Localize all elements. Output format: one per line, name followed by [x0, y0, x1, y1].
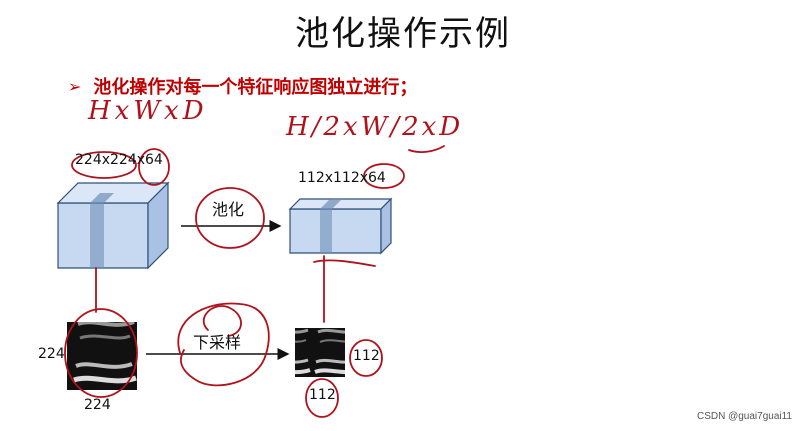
slide-title: 池化操作示例 — [295, 14, 511, 54]
output-width-label: 112 — [309, 387, 336, 403]
handwritten-right-note: H/2xW/2xD — [286, 112, 464, 142]
input-volume-cube — [56, 181, 170, 270]
output-feature-map — [295, 328, 345, 377]
input-dims-label: 224x224x64 — [75, 152, 163, 168]
output-height-label: 112 — [353, 348, 380, 364]
arrow-bullet-icon: ➢ — [68, 76, 82, 96]
bullet-text: 池化操作对每一个特征响应图独立进行； — [93, 77, 418, 98]
input-height-label: 224 — [38, 346, 65, 362]
input-feature-map — [67, 322, 137, 390]
output-volume-cube — [288, 197, 393, 255]
bullet-point: ➢ 池化操作对每一个特征响应图独立进行； — [68, 73, 417, 99]
pool-label: 池化 — [212, 200, 245, 219]
downsample-label: 下采样 — [193, 333, 242, 352]
output-dims-label: 112x112x64 — [298, 170, 386, 186]
csdn-watermark: CSDN @guai7guai11 — [696, 411, 792, 422]
handwritten-annotations — [64, 145, 445, 418]
input-width-label: 224 — [84, 397, 111, 413]
handwritten-left-note: HxWxD — [88, 96, 208, 126]
